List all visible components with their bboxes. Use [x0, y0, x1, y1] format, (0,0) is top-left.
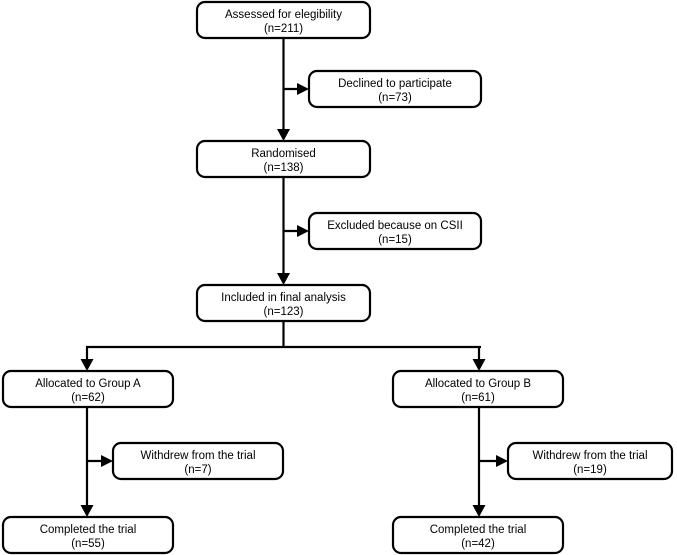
node-label-declined: Declined to participate: [338, 78, 452, 90]
node-randomised[interactable]: Randomised (n=138): [195, 139, 372, 179]
node-box-completed-a[interactable]: [1, 515, 175, 555]
node-label-withdrew-b: Withdrew from the trial: [532, 450, 647, 462]
node-count-declined: (n=73): [378, 92, 412, 104]
node-withdrew-a[interactable]: Withdrew from the trial (n=7): [111, 441, 285, 481]
node-box-declined[interactable]: [307, 69, 483, 109]
node-included[interactable]: Included in final analysis (n=123): [195, 283, 372, 323]
arrowhead-withdrew-b: [496, 455, 508, 467]
node-label-excluded: Excluded because on CSII: [327, 220, 463, 232]
node-completed-b[interactable]: Completed the trial (n=42): [391, 515, 565, 555]
node-count-randomised: (n=138): [264, 162, 304, 174]
arrowhead-withdrew-a: [101, 455, 113, 467]
node-box-included[interactable]: [195, 283, 372, 323]
arrowhead-randomised: [277, 129, 290, 141]
node-alloc-a[interactable]: Allocated to Group A (n=62): [1, 369, 175, 409]
connectors-group: [80, 38, 508, 517]
node-withdrew-b[interactable]: Withdrew from the trial (n=19): [506, 441, 674, 481]
node-count-withdrew-a: (n=7): [184, 464, 211, 476]
node-count-withdrew-b: (n=19): [573, 464, 607, 476]
arrowhead-excluded: [297, 225, 309, 237]
node-label-assessed: Assessed for elegibility: [225, 9, 342, 21]
node-label-alloc-a: Allocated to Group A: [35, 378, 141, 390]
node-count-excluded: (n=15): [378, 234, 412, 246]
node-box-completed-b[interactable]: [391, 515, 565, 555]
arrowhead-group-a: [80, 359, 94, 371]
arrowhead-declined: [297, 83, 309, 95]
node-label-included: Included in final analysis: [221, 292, 346, 304]
node-box-alloc-a[interactable]: [1, 369, 175, 409]
arrowhead-included: [277, 273, 290, 285]
arrowhead-completed-a: [80, 505, 94, 517]
arrowhead-group-b: [472, 359, 486, 371]
node-label-alloc-b: Allocated to Group B: [425, 378, 531, 390]
node-count-completed-b: (n=42): [461, 538, 495, 550]
arrowhead-completed-b: [472, 505, 486, 517]
node-box-randomised[interactable]: [195, 139, 372, 179]
node-alloc-b[interactable]: Allocated to Group B (n=61): [391, 369, 565, 409]
node-declined[interactable]: Declined to participate (n=73): [307, 69, 483, 109]
node-label-withdrew-a: Withdrew from the trial: [140, 450, 255, 462]
node-box-withdrew-a[interactable]: [111, 441, 285, 481]
node-count-included: (n=123): [264, 306, 304, 318]
node-count-alloc-b: (n=61): [461, 392, 495, 404]
node-count-alloc-a: (n=62): [71, 392, 105, 404]
node-excluded[interactable]: Excluded because on CSII (n=15): [307, 211, 483, 251]
node-assessed[interactable]: Assessed for elegibility (n=211): [195, 0, 372, 40]
node-label-completed-a: Completed the trial: [40, 524, 137, 536]
node-label-randomised: Randomised: [251, 148, 316, 160]
node-count-completed-a: (n=55): [71, 538, 105, 550]
node-label-completed-b: Completed the trial: [430, 524, 527, 536]
node-box-alloc-b[interactable]: [391, 369, 565, 409]
node-count-assessed: (n=211): [264, 23, 303, 35]
node-completed-a[interactable]: Completed the trial (n=55): [1, 515, 175, 555]
node-box-excluded[interactable]: [307, 211, 483, 251]
node-box-withdrew-b[interactable]: [506, 441, 674, 481]
node-box-assessed[interactable]: [195, 0, 372, 40]
